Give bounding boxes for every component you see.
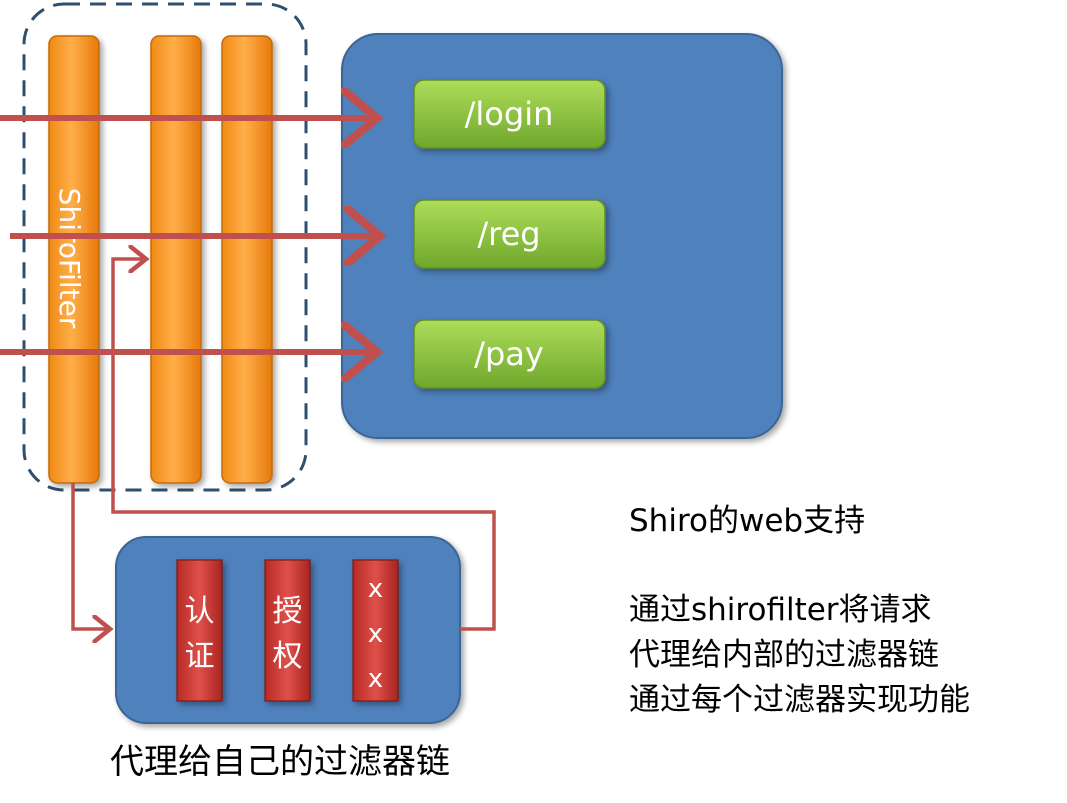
route-login-label: /login — [465, 95, 554, 133]
return-arrow — [111, 259, 496, 631]
filter-bar-2 — [150, 35, 202, 484]
inner-filter-xxx-line-3: x — [368, 664, 383, 694]
route-reg-label: /reg — [477, 215, 540, 253]
description-line-1: 通过shirofilter将请求 — [629, 592, 932, 628]
delegate-arrow — [71, 483, 110, 629]
route-reg: /reg — [413, 199, 606, 269]
inner-filter-authc: 认 证 — [176, 559, 223, 702]
inner-filter-authc-line-1: 认 — [185, 594, 215, 629]
inner-filter-authz-line-1: 授 — [273, 594, 303, 629]
inner-filter-xxx-line-2: x — [368, 619, 383, 649]
filter-bar-3 — [221, 35, 273, 484]
inner-filter-authz: 授 权 — [264, 559, 311, 702]
inner-filter-xxx-line-1: x — [368, 574, 383, 604]
inner-filter-authc-line-2: 证 — [185, 639, 215, 674]
inner-chain-caption: 代理给自己的过滤器链 — [110, 742, 450, 782]
description-line-3: 通过每个过滤器实现功能 — [629, 682, 970, 718]
inner-filter-xxx: x x x — [352, 559, 399, 702]
shiro-filter-label: ShiroFilter — [53, 188, 86, 329]
route-pay: /pay — [413, 319, 606, 389]
description-line-2: 代理给内部的过滤器链 — [629, 637, 939, 673]
description-title: Shiro的web支持 — [629, 503, 865, 539]
filter-chain-container — [22, 2, 308, 492]
route-login: /login — [413, 79, 606, 149]
inner-filter-authz-line-2: 权 — [273, 639, 303, 674]
route-pay-label: /pay — [474, 335, 544, 373]
